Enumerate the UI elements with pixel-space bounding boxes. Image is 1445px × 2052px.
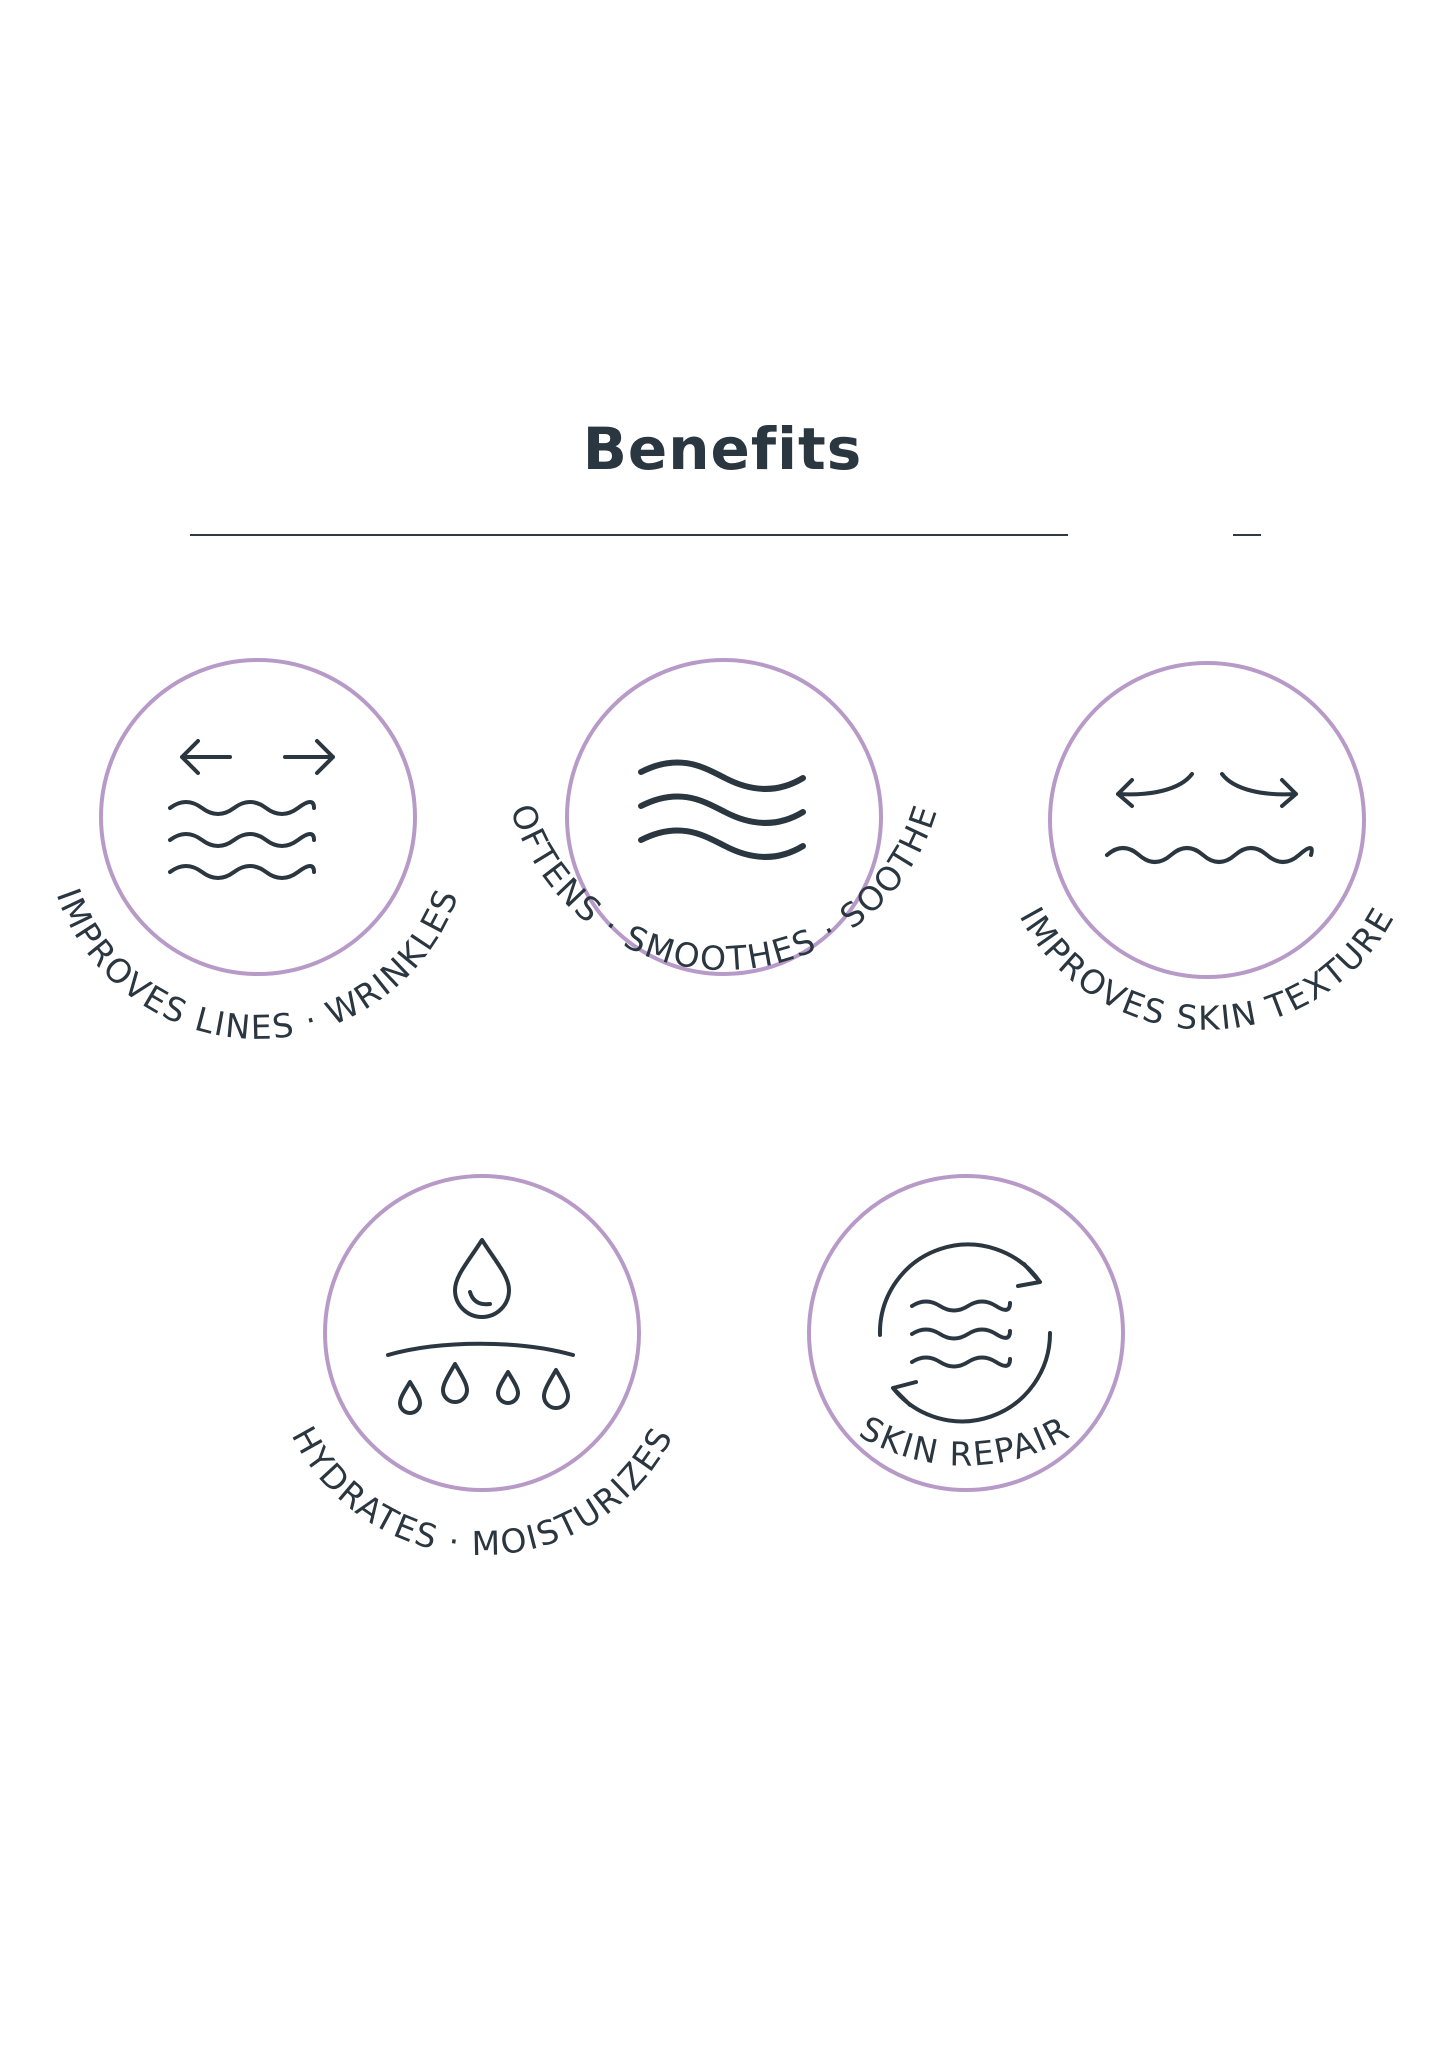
benefit-label: IMPROVES SKIN TEXTURE bbox=[1012, 900, 1400, 1038]
smooth-waves-icon bbox=[638, 759, 806, 860]
curved-arrows-wave-icon bbox=[1105, 772, 1314, 864]
benefit-card-skin-texture: IMPROVES SKIN TEXTURE bbox=[1012, 661, 1402, 1038]
title-divider-accent bbox=[1233, 534, 1261, 536]
benefit-ring bbox=[565, 658, 883, 976]
benefit-ring bbox=[323, 1174, 641, 1492]
benefit-card-hydrates: HYDRATES · MOISTURIZES bbox=[284, 1174, 679, 1563]
cycle-waves-icon bbox=[877, 1242, 1053, 1424]
svg-text:SKIN REPAIR: SKIN REPAIR bbox=[854, 1408, 1077, 1474]
title-divider bbox=[190, 534, 1068, 536]
svg-text:IMPROVES SKIN TEXTURE: IMPROVES SKIN TEXTURE bbox=[1012, 900, 1402, 1038]
benefit-ring bbox=[1048, 661, 1366, 979]
page-title: Benefits bbox=[582, 415, 863, 483]
benefit-card-skin-repair: SKIN REPAIR bbox=[807, 1174, 1125, 1492]
arrows-waves-icon bbox=[168, 739, 335, 880]
benefit-label: SKIN REPAIR bbox=[854, 1408, 1075, 1474]
svg-text:IMPROVES LINES · WRINKLES: IMPROVES LINES · WRINKLES bbox=[49, 883, 467, 1047]
water-drops-icon bbox=[386, 1238, 575, 1415]
benefit-label: IMPROVES LINES · WRINKLES bbox=[49, 883, 465, 1047]
benefit-card-lines-wrinkles: IMPROVES LINES · WRINKLES bbox=[49, 658, 467, 1047]
benefit-ring bbox=[99, 658, 417, 976]
benefit-ring bbox=[807, 1174, 1125, 1492]
